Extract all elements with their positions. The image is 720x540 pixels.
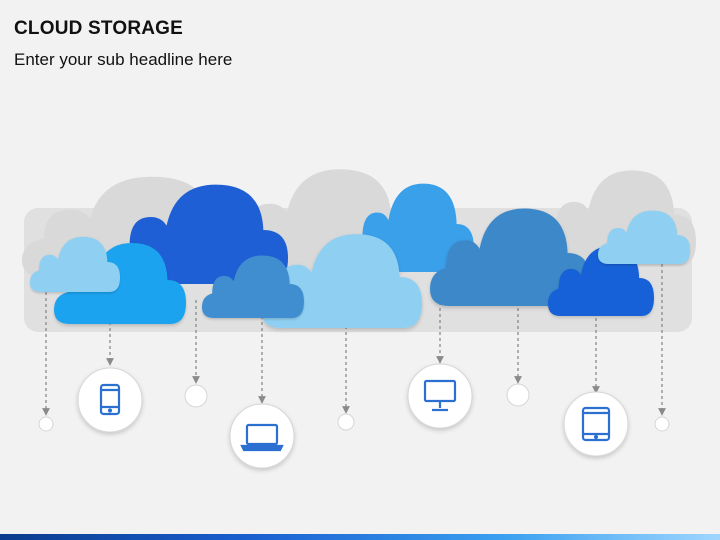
endpoint-dot	[184, 384, 208, 408]
page-subtitle: Enter your sub headline here	[14, 50, 233, 69]
endpoint-dot	[38, 416, 54, 432]
device-monitor	[407, 363, 473, 429]
bottom-accent-bar	[0, 534, 720, 540]
connectors	[42, 264, 666, 416]
laptop-icon	[240, 423, 284, 452]
device-laptop	[229, 403, 295, 469]
tablet-icon	[581, 406, 611, 442]
endpoint-dot	[337, 413, 355, 431]
endpoint-dot	[654, 416, 670, 432]
page-title: CLOUD STORAGE	[14, 18, 184, 39]
monitor-icon	[423, 379, 457, 412]
device-smartphone	[77, 367, 143, 433]
device-tablet	[563, 391, 629, 457]
smartphone-icon	[99, 383, 121, 416]
endpoint-dot	[506, 383, 530, 407]
endpoints	[38, 383, 670, 432]
